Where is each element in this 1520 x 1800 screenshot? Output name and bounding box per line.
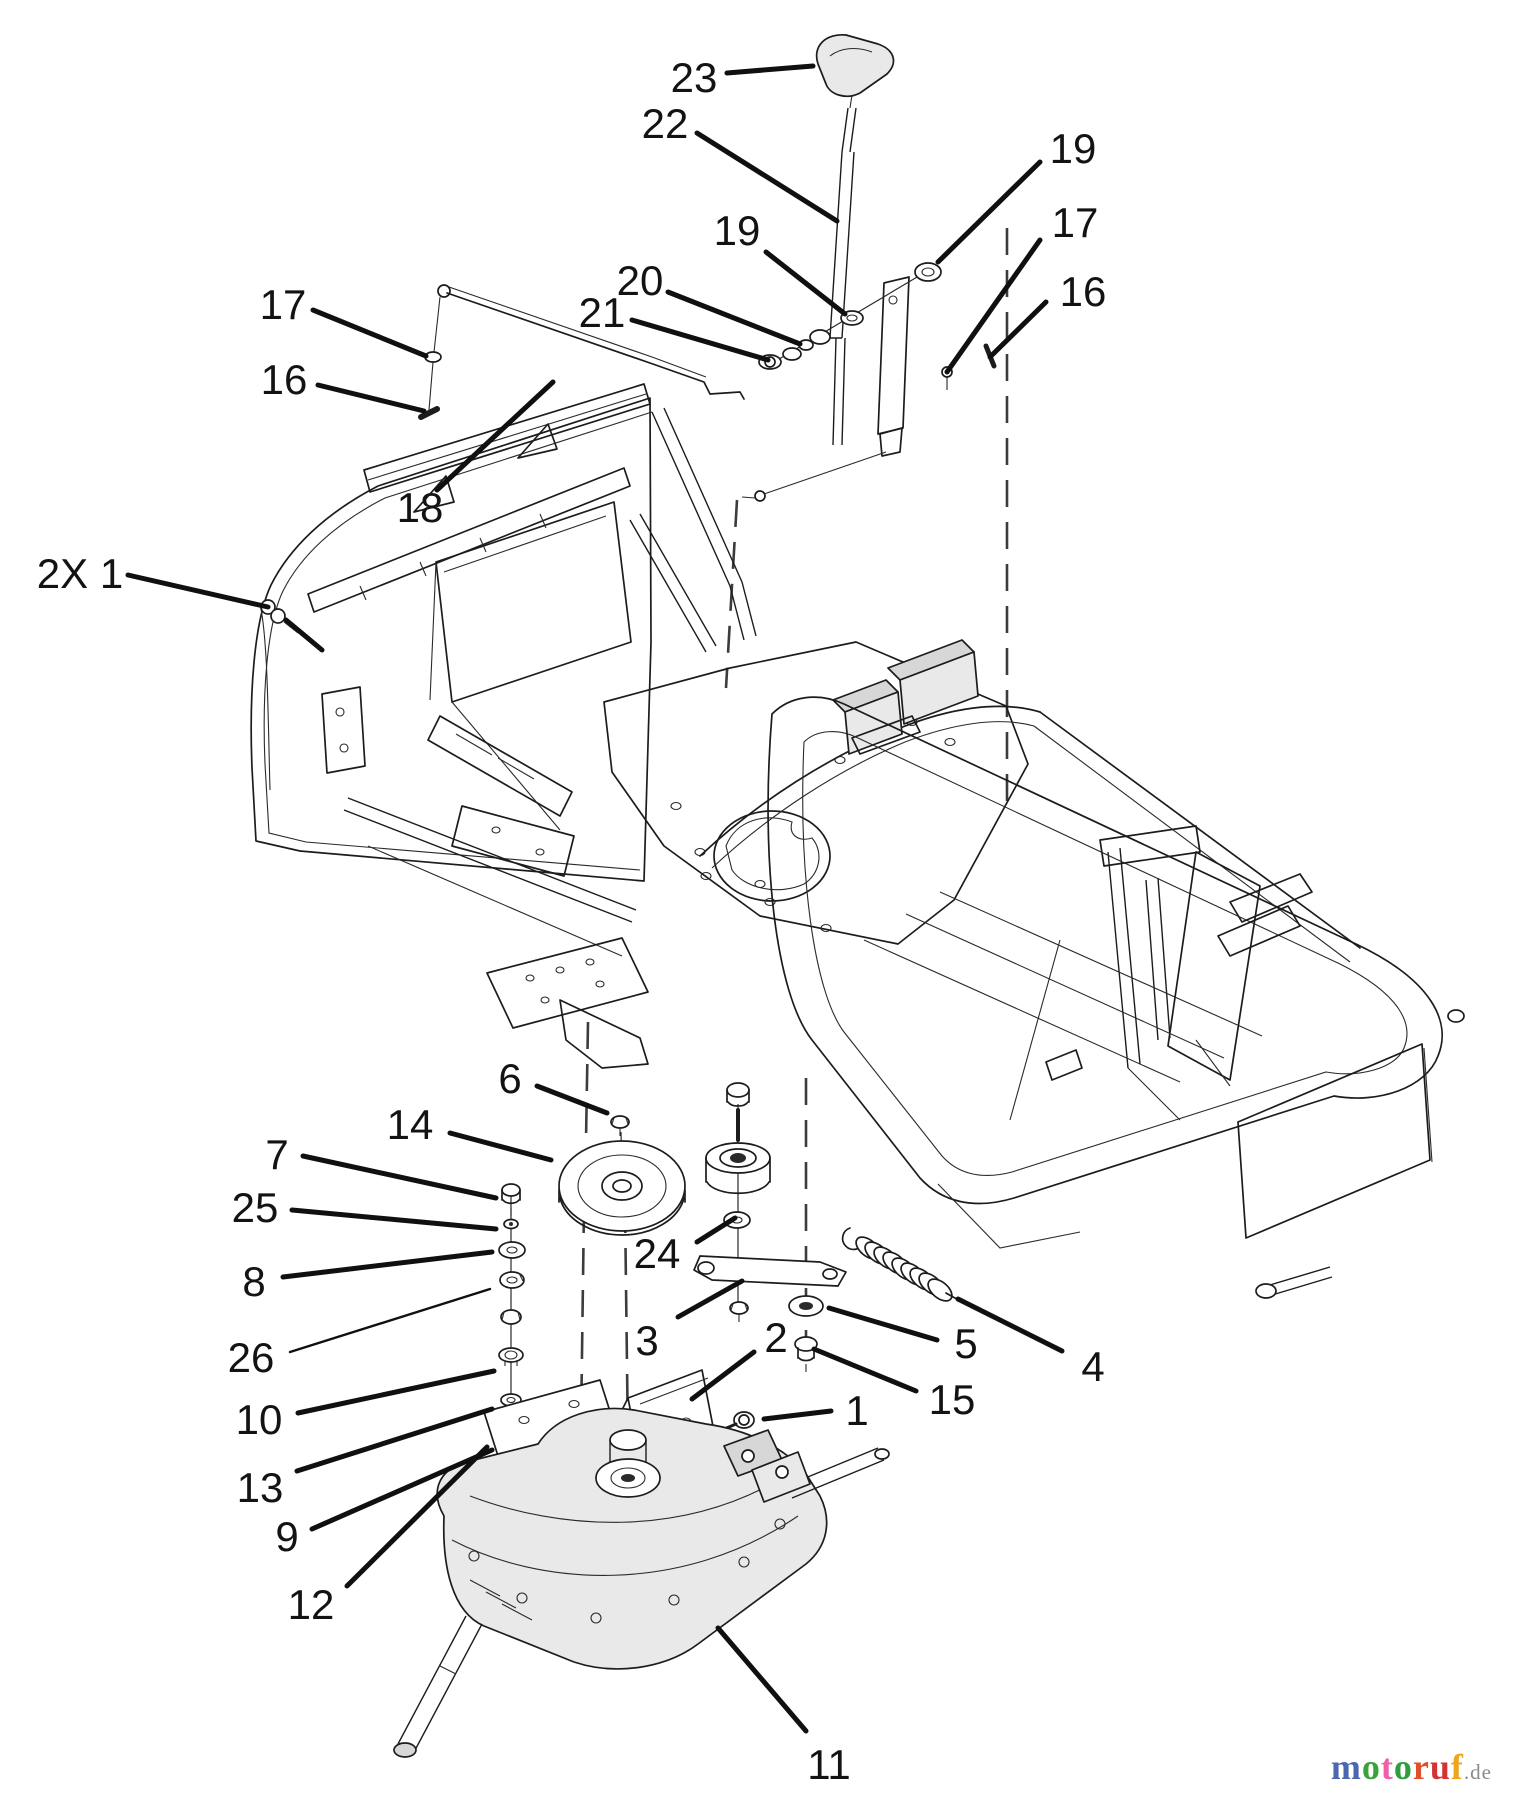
drive-pulley — [558, 1115, 686, 1236]
dash-support-bar — [307, 383, 651, 613]
callout-label-2: 2 — [764, 1314, 787, 1361]
callout-label-17-left: 17 — [260, 281, 307, 328]
watermark-letter: o — [1393, 1747, 1413, 1787]
callout-label-17-right: 17 — [1052, 199, 1099, 246]
callout-label-22: 22 — [642, 100, 689, 147]
motoruf-watermark-logo: motoruf.de — [1331, 1746, 1492, 1788]
watermark-letter: t — [1380, 1747, 1394, 1787]
callout-label-1: 1 — [845, 1387, 868, 1434]
frame-center-plate — [343, 407, 1029, 1069]
callout-label-12: 12 — [288, 1581, 335, 1628]
washer-nut-stack-left — [498, 1183, 526, 1457]
extension-spring — [841, 1227, 963, 1303]
callout-label-10: 10 — [236, 1396, 283, 1443]
callout-label-4: 4 — [1081, 1343, 1104, 1390]
callout-label-15: 15 — [929, 1376, 976, 1423]
callout-label-19-right: 19 — [1050, 125, 1097, 172]
callout-label-5: 5 — [954, 1320, 977, 1367]
callout-label-23: 23 — [671, 54, 718, 101]
washer-nut-stack-right — [788, 1295, 824, 1372]
callout-label-25: 25 — [232, 1184, 279, 1231]
callout-label-21: 21 — [579, 289, 626, 336]
shift-lever — [741, 34, 997, 502]
callout-label-7: 7 — [265, 1131, 288, 1178]
callout-label-20: 20 — [617, 257, 664, 304]
watermark-letter: m — [1330, 1747, 1362, 1787]
watermark-suffix: .de — [1463, 1760, 1492, 1784]
callout-label-16-right: 16 — [1060, 268, 1107, 315]
callout-label-6: 6 — [498, 1055, 521, 1102]
rear-frame — [767, 696, 1465, 1299]
callout-label-2x1: 2X 1 — [37, 550, 123, 597]
idler-bearing-and-arm — [693, 1082, 847, 1322]
callout-leader-lines — [125, 63, 1065, 1734]
callout-label-13: 13 — [237, 1464, 284, 1511]
watermark-letter: u — [1429, 1747, 1451, 1787]
callout-label-8: 8 — [242, 1258, 265, 1305]
watermark-letter: r — [1412, 1747, 1430, 1787]
callout-label-18: 18 — [397, 484, 444, 531]
callout-label-19-mid: 19 — [714, 207, 761, 254]
callout-label-9: 9 — [275, 1513, 298, 1560]
watermark-letter: f — [1450, 1747, 1464, 1787]
watermark-letter: o — [1361, 1747, 1381, 1787]
callout-label-3: 3 — [635, 1317, 658, 1364]
callout-label-11: 11 — [807, 1741, 851, 1788]
dash-panel — [250, 397, 653, 882]
callout-label-26: 26 — [228, 1334, 275, 1381]
callout-label-14: 14 — [387, 1101, 434, 1148]
shift-rod — [418, 284, 745, 420]
callout-label-16-left: 16 — [261, 356, 308, 403]
transaxle — [393, 1407, 890, 1758]
callout-label-24: 24 — [634, 1230, 681, 1277]
